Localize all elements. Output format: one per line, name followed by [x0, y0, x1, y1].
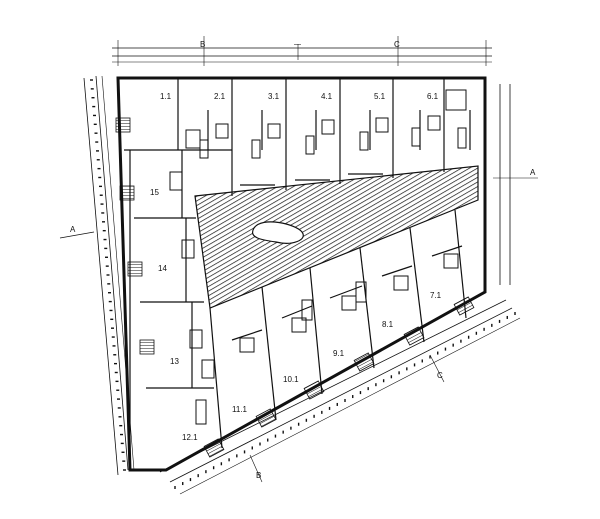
axis-label-bottom-b: B [256, 471, 261, 480]
left-column-walls [129, 150, 214, 470]
building-outline [116, 76, 487, 472]
top-dimension-text: — [294, 41, 301, 48]
unit-label: 7.1 [430, 291, 442, 300]
fixtures [169, 89, 467, 425]
right-dimension-lines [493, 84, 538, 285]
unit-label: 4.1 [321, 92, 333, 101]
bottom-boundary-ticks [174, 312, 516, 489]
axis-label-bottom-c: C [437, 371, 443, 380]
unit-label: 15 [150, 188, 159, 197]
axis-label-left-a: A [70, 225, 76, 234]
unit-label: 9.1 [333, 349, 345, 358]
unit-labels: 1.1 2.1 3.1 4.1 5.1 6.1 15 14 13 12.1 11… [150, 92, 442, 442]
unit-label: 6.1 [427, 92, 439, 101]
top-dimension-lines [112, 36, 492, 66]
unit-label: 1.1 [160, 92, 172, 101]
unit-label: 5.1 [374, 92, 386, 101]
left-boundary-ticks [90, 79, 126, 471]
unit-label: 13 [170, 357, 179, 366]
axis-label-right-a: A [530, 168, 536, 177]
unit-label: 3.1 [268, 92, 280, 101]
unit-label: 8.1 [382, 320, 394, 329]
unit-label: 14 [158, 264, 167, 273]
top-row-walls [124, 78, 471, 196]
axis-label-top-b: B [200, 40, 205, 49]
courtyard [194, 165, 479, 309]
axis-label-top-c: C [394, 40, 400, 49]
unit-label: 10.1 [283, 375, 299, 384]
bottom-boundary-lines [159, 299, 521, 495]
unit-label: 2.1 [214, 92, 226, 101]
terrace-blocks [115, 117, 475, 458]
unit-label: 11.1 [232, 405, 248, 414]
courtyard-pond [252, 221, 304, 244]
unit-label: 12.1 [182, 433, 198, 442]
section-marker-left [59, 231, 95, 239]
